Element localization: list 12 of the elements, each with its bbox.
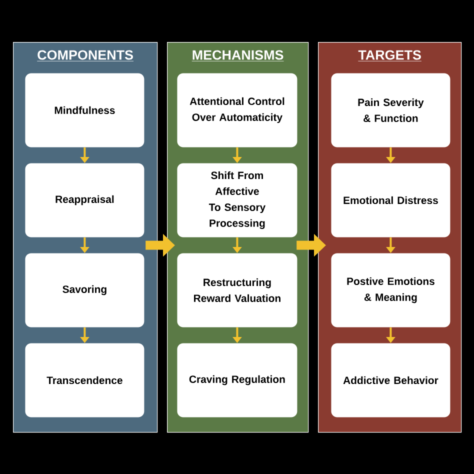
process-box: Reappraisal bbox=[25, 163, 144, 238]
process-box: Transcendence bbox=[25, 343, 144, 418]
process-box: Savoring bbox=[25, 253, 144, 328]
process-box: Addictive Behavior bbox=[331, 343, 450, 418]
process-box: Restructuring Reward Valuation bbox=[177, 253, 298, 328]
process-box: Pain Severity & Function bbox=[331, 73, 450, 148]
process-box: Attentional Control Over Automaticity bbox=[177, 73, 298, 148]
process-box: Mindfulness bbox=[25, 73, 144, 148]
process-box: Craving Regulation bbox=[177, 343, 298, 418]
process-box: Emotional Distress bbox=[331, 163, 450, 238]
process-box: Shift From Affective To Sensory Processing bbox=[177, 163, 298, 238]
process-box: Postive Emotions & Meaning bbox=[331, 253, 450, 328]
